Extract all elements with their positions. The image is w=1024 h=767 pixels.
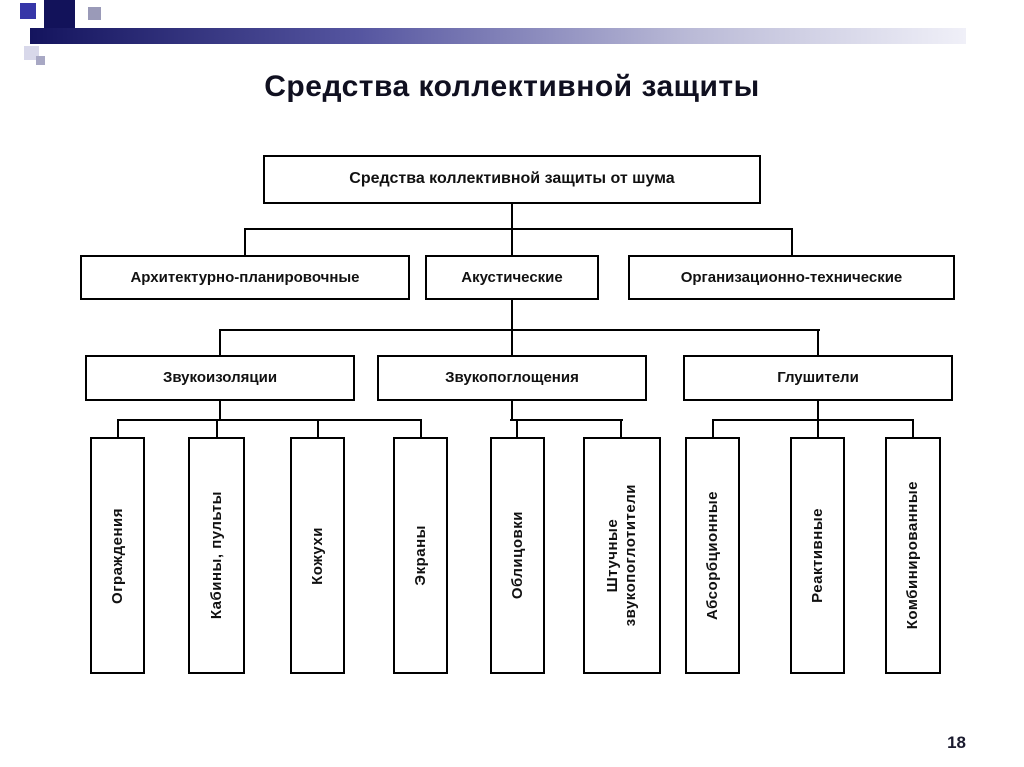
connector (511, 204, 513, 230)
connector (420, 419, 422, 437)
node-leaf-label: Ограждения (108, 507, 126, 604)
connector (511, 300, 513, 331)
node-leaf-label: Облицовки (508, 511, 526, 600)
connector (817, 401, 819, 420)
connector (817, 419, 819, 437)
connector (516, 419, 518, 437)
node-leaf-linings: Облицовки (490, 437, 545, 674)
decoration-gradient-bar (30, 28, 966, 44)
connector (620, 419, 622, 437)
node-leaf-cabins: Кабины, пульты (188, 437, 245, 674)
node-mufflers: Глушители (683, 355, 953, 401)
node-leaf-combined: Комбинированные (885, 437, 941, 674)
node-leaf-label: Экраны (411, 525, 429, 586)
node-leaf-label: Кожухи (308, 526, 326, 585)
node-leaf-casings: Кожухи (290, 437, 345, 674)
node-architectural: Архитектурно-планировочные (80, 255, 410, 300)
node-leaf-label: Кабины, пульты (207, 491, 225, 620)
decoration-square-gray (88, 7, 101, 20)
connector (216, 419, 218, 437)
connector (510, 419, 623, 421)
node-leaf-label: Реактивные (808, 508, 826, 603)
connector (511, 329, 513, 356)
node-leaf-label: Абсорбционные (703, 490, 721, 620)
connector (912, 419, 914, 437)
connector (817, 329, 819, 356)
node-leaf-label: Комбинированные (904, 481, 921, 630)
decoration-square-light (24, 46, 39, 60)
slide-title: Средства коллективной защиты (264, 70, 760, 103)
node-leaf-absorptive: Абсорбционные (685, 437, 740, 674)
connector (219, 329, 221, 356)
decoration-square-blue (20, 3, 36, 19)
decoration-square-navy (44, 0, 75, 30)
node-leaf-piece-absorbers: Штучные звукопоглотители (583, 437, 661, 674)
node-leaf-reactive: Реактивные (790, 437, 845, 674)
node-absorption: Звукопоглощения (377, 355, 647, 401)
connector (791, 228, 793, 257)
node-leaf-label: Штучные звукопоглотители (604, 484, 639, 627)
connector (244, 228, 246, 257)
connector (219, 329, 820, 331)
connector (244, 228, 793, 230)
node-soundproofing: Звукоизоляции (85, 355, 355, 401)
decoration-square-small (36, 56, 45, 65)
node-leaf-screens: Экраны (393, 437, 448, 674)
connector (317, 419, 319, 437)
connector (117, 419, 119, 437)
connector (219, 401, 221, 420)
node-root: Средства коллективной защиты от шума (263, 155, 761, 204)
connector (712, 419, 914, 421)
connector (511, 228, 513, 257)
node-acoustic: Акустические (425, 255, 599, 300)
node-organizational: Организационно-технические (628, 255, 955, 300)
connector (511, 401, 513, 420)
connector (117, 419, 422, 421)
node-leaf-fences: Ограждения (90, 437, 145, 674)
connector (712, 419, 714, 437)
page-number: 18 (947, 733, 966, 752)
